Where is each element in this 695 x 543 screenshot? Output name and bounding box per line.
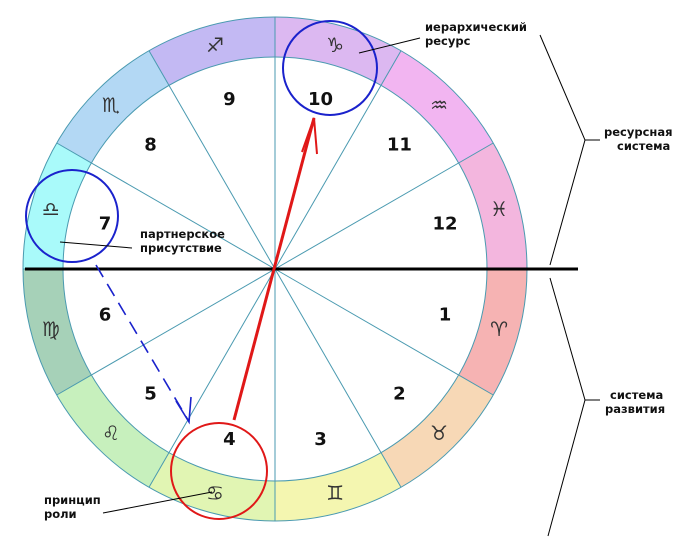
partner-presence-label-line1: партнерское — [140, 227, 225, 241]
role-to-resource-arrowhead — [301, 117, 318, 155]
house-cusp-line — [274, 268, 494, 396]
cancer-icon: ♋ — [206, 481, 224, 505]
house-number-3: 3 — [314, 429, 327, 450]
hierarchical-resource-leader — [358, 37, 421, 54]
house-number-9: 9 — [223, 89, 236, 110]
aries-icon: ♈ — [490, 317, 508, 341]
scorpio-icon: ♏ — [102, 93, 120, 117]
zodiac-sector-gemini — [275, 452, 401, 521]
gemini-icon: ♊ — [326, 481, 344, 505]
house-number-8: 8 — [144, 135, 157, 156]
zodiac-sector-leo — [56, 375, 169, 488]
libra-highlight-circle — [25, 169, 119, 263]
partner-presence-leader — [59, 241, 133, 249]
zodiac-sector-scorpio — [56, 50, 169, 163]
sagittarius-icon: ♐ — [206, 33, 224, 57]
resource-system-label-line2: система — [617, 139, 670, 153]
house-cusp-line — [148, 268, 276, 488]
house-number-5: 5 — [144, 383, 157, 404]
resource-system-bracket — [539, 34, 586, 266]
zodiac-sector-taurus — [381, 375, 494, 488]
capricorn-icon: ♑ — [326, 33, 344, 57]
house-cusp-line — [56, 142, 276, 270]
capricorn-highlight-circle — [282, 20, 378, 116]
virgo-icon: ♍ — [42, 317, 60, 341]
zodiac-sector-virgo — [23, 269, 92, 395]
house-number-4: 4 — [223, 429, 236, 450]
development-system-label-line2: развития — [605, 402, 665, 416]
house-number-7: 7 — [99, 213, 112, 234]
partner-presence-label-line2: присутствие — [140, 241, 222, 255]
house-cusp-line — [148, 50, 276, 270]
zodiac-sector-sagittarius — [149, 17, 275, 86]
house-number-2: 2 — [393, 383, 406, 404]
house-cusp-line — [274, 142, 494, 270]
house-number-6: 6 — [99, 305, 112, 326]
zodiac-ring — [23, 17, 527, 521]
hierarchical-resource-label-line1: иерархический — [425, 20, 527, 34]
leo-icon: ♌ — [102, 421, 120, 445]
resource-system-label-line1: ресурсная — [604, 125, 672, 139]
house-cusp-line — [274, 50, 402, 270]
house-number-1: 1 — [439, 305, 452, 326]
hierarchical-resource-label-line2: ресурс — [425, 34, 471, 48]
zodiac-sector-aries — [458, 269, 527, 395]
house-number-11: 11 — [387, 135, 412, 156]
role-principle-leader — [102, 491, 213, 514]
zodiac-sector-aquarius — [381, 50, 494, 163]
house-number-12: 12 — [432, 213, 457, 234]
partner-to-role-arrow — [95, 264, 189, 421]
role-principle-label-line1: принцип — [44, 493, 101, 507]
zodiac-signs: ♈ ♉ ♊ ♋ ♌ ♍ ♎ ♏ ♐ ♑ ♒ ♓ — [42, 33, 508, 505]
zodiac-sector-capricorn — [275, 17, 401, 86]
cancer-highlight-circle — [170, 422, 268, 520]
development-system-bracket — [547, 277, 586, 537]
libra-icon: ♎ — [42, 197, 60, 221]
taurus-icon: ♉ — [430, 421, 448, 445]
development-system-label-line1: система — [610, 388, 663, 402]
role-to-resource-arrow — [232, 117, 316, 421]
role-principle-label-line2: роли — [44, 507, 77, 521]
zodiac-sector-cancer — [149, 452, 275, 521]
partner-to-role-arrowhead — [175, 396, 192, 425]
pisces-icon: ♓ — [490, 197, 508, 221]
zodiac-sector-libra — [23, 143, 92, 269]
aquarius-icon: ♒ — [430, 93, 448, 117]
zodiac-sector-pisces — [458, 143, 527, 269]
house-cusp-line — [274, 268, 402, 488]
house-cusp-line — [56, 268, 276, 396]
house-number-10: 10 — [308, 89, 333, 110]
